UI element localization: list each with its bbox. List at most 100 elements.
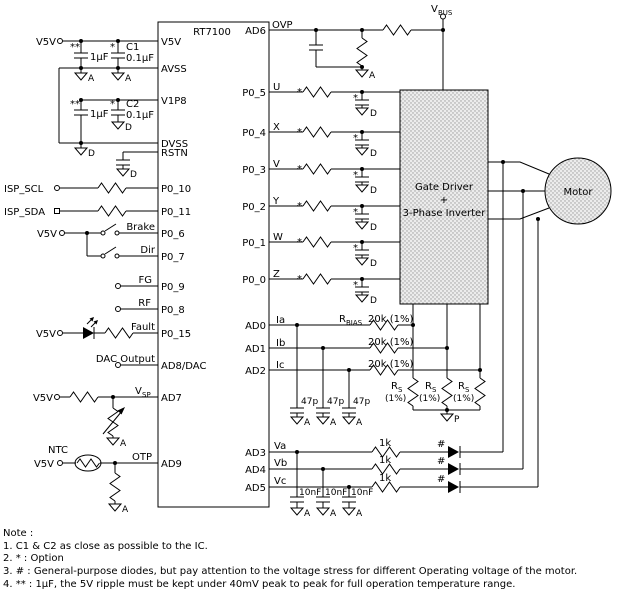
option-marker: * — [353, 207, 358, 218]
pin-label: P0_2 — [242, 202, 266, 213]
option-marker: * — [353, 93, 358, 104]
gnd-a: A — [88, 74, 95, 84]
vbus-label: V — [431, 4, 438, 15]
pin-label: P0_0 — [242, 275, 266, 286]
gnd-a: A — [356, 418, 363, 428]
option-marker: * — [297, 274, 302, 285]
phase-label: Z — [273, 269, 280, 280]
rs-sub-label: S — [432, 386, 437, 394]
block-line2: + — [440, 195, 448, 206]
notes: Note : 1. C1 & C2 as close as possible t… — [3, 528, 577, 590]
isp-sda-label: ISP_SDA — [4, 207, 45, 218]
ground-labels: A A D D D A A A D D D D D D A A A A A A … — [88, 71, 460, 519]
gnd-d: D — [370, 109, 377, 119]
phase-label: V — [273, 159, 280, 170]
ovp-label: OVP — [272, 20, 293, 31]
ic-label: Ic — [276, 360, 284, 371]
junction-dots — [79, 28, 540, 489]
option-marker: * — [297, 87, 302, 98]
pin-label: P0_10 — [161, 184, 191, 195]
pin-label: P0_6 — [161, 229, 185, 240]
gnd-a: A — [122, 505, 129, 515]
pin-label: P0_15 — [161, 329, 191, 340]
left-net-labels: V5V V5V V5V V5V V5V ISP_SCL ISP_SDA Brak… — [4, 37, 156, 470]
gnd-a: A — [304, 509, 311, 519]
v5v-label: V5V — [33, 393, 53, 404]
pin-label: AD4 — [245, 465, 266, 476]
gnd-d: D — [370, 259, 377, 269]
option-marker: * — [353, 280, 358, 291]
vsp-label: V — [135, 386, 142, 397]
motor-label: Motor — [564, 187, 594, 198]
diode-marker: # — [437, 456, 445, 467]
r20k-label: 20k (1%) — [368, 337, 413, 348]
right-net-labels: OVP V BUS U X V Y W Z * * * * * * * * * … — [272, 4, 474, 498]
pin-label: V1P8 — [161, 96, 187, 107]
pin-label: RSTN — [161, 148, 188, 159]
pin-label: AVSS — [161, 64, 187, 75]
pin-label: AD7 — [161, 393, 182, 404]
rs-sub-label: S — [398, 386, 403, 394]
diode-marker: # — [437, 474, 445, 485]
motor — [544, 157, 612, 225]
v5v-label: V5V — [37, 229, 57, 240]
rs-tol-label: (1%) — [385, 394, 406, 404]
dir-label: Dir — [140, 245, 155, 256]
v5v-label: V5V — [34, 459, 54, 470]
pin-label: P0_9 — [161, 282, 185, 293]
block-labels: Gate Driver + 3-Phase Inverter Motor — [403, 182, 594, 219]
gnd-a: A — [369, 71, 376, 81]
pin-label: V5V — [161, 37, 181, 48]
rs-label: R — [458, 381, 465, 392]
gnd-d: D — [370, 186, 377, 196]
gnd-a: A — [356, 509, 363, 519]
pin-label: P0_7 — [161, 252, 185, 263]
rs-sub-label: S — [465, 386, 470, 394]
ic-left-pin-labels: V5V AVSS V1P8 DVSS RSTN P0_10 P0_11 P0_6… — [161, 37, 206, 470]
potentiometer-arrow — [102, 407, 125, 435]
note-4: 4. ** : 1μF, the 5V ripple must be kept … — [3, 579, 515, 590]
option-marker: * — [353, 133, 358, 144]
ic-body — [157, 21, 270, 508]
c10nf-label: 10nF — [299, 488, 321, 498]
gnd-a: A — [330, 418, 337, 428]
ia-label: Ia — [276, 315, 285, 326]
cap-value: 0.1μF — [126, 110, 154, 121]
vc-label: Vc — [274, 476, 286, 487]
pin-label: AD3 — [245, 448, 266, 459]
option2-marker: ** — [70, 99, 80, 110]
rs-label: R — [391, 381, 398, 392]
rs-tol-label: (1%) — [419, 394, 440, 404]
v5v-label: V5V — [36, 37, 56, 48]
dac-output-label: DAC Output — [96, 354, 155, 365]
cap-value: 1μF — [90, 109, 109, 120]
fg-label: FG — [138, 275, 152, 286]
va-label: Va — [274, 441, 286, 452]
vsp-sub-label: SP — [142, 391, 151, 399]
gnd-d: D — [125, 123, 132, 133]
pin-label: P0_8 — [161, 305, 185, 316]
cap-value: 1μF — [90, 52, 109, 63]
pin-label: P0_4 — [242, 128, 266, 139]
vb-label: Vb — [274, 458, 287, 469]
r20k-label: 20k (1%) — [368, 314, 413, 325]
block-line3: 3-Phase Inverter — [403, 208, 487, 219]
pin-label: P0_3 — [242, 165, 266, 176]
rs-tol-label: (1%) — [453, 394, 474, 404]
pin-label: AD5 — [245, 483, 266, 494]
pin-label: DVSS — [161, 139, 188, 150]
pin-label: AD6 — [245, 26, 266, 37]
cap-value: 0.1μF — [126, 53, 154, 64]
otp-label: OTP — [132, 452, 152, 463]
vbus-sub-label: BUS — [438, 9, 453, 17]
ic-right-pin-labels: AD6 P0_5 P0_4 P0_3 P0_2 P0_1 P0_0 AD0 AD… — [242, 26, 266, 494]
gnd-a: A — [120, 439, 127, 449]
pin-label: P0_5 — [242, 88, 266, 99]
r20k-label: 20k (1%) — [368, 359, 413, 370]
ic-title: RT7100 — [193, 27, 231, 38]
pin-label: P0_1 — [242, 238, 266, 249]
option-marker: * — [297, 201, 302, 212]
terminals — [54, 13, 446, 466]
rs-label: R — [425, 381, 432, 392]
